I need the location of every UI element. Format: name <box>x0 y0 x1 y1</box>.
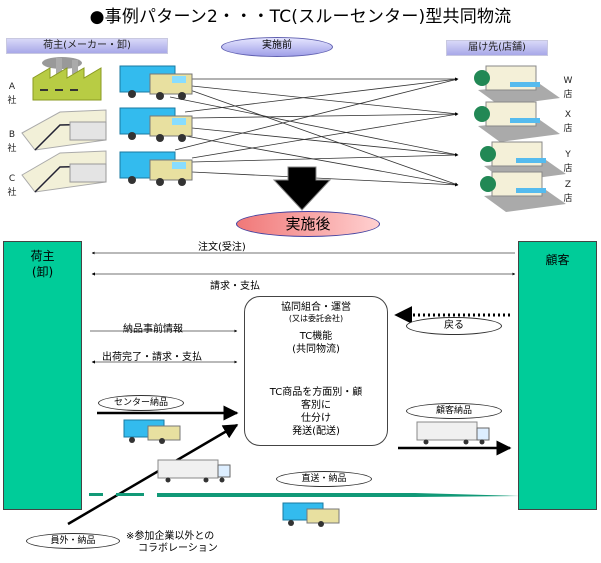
trailer-truck-icon <box>416 421 490 445</box>
shipper-letter: B <box>8 130 16 140</box>
store-x-label: X 店 <box>562 108 574 136</box>
outside-delivery-label: 員外・納品 <box>26 533 120 549</box>
shipper-c-label: C 社 <box>6 172 18 200</box>
before-flow-lines <box>169 77 459 187</box>
transition-arrow-icon <box>272 166 332 211</box>
customer-box: 顧客 <box>518 241 597 510</box>
flow-line <box>191 112 459 159</box>
outside-delivery-arrow <box>67 423 239 526</box>
note-line-2: コラボレーション <box>138 543 218 554</box>
store-letter: X <box>564 110 572 120</box>
store-z-label: Z 店 <box>562 178 574 206</box>
shipper-box: 荷主 (卸) <box>3 241 82 510</box>
store-w-label: W 店 <box>562 74 574 102</box>
flow-line <box>179 134 459 187</box>
shipper-suffix: 社 <box>7 188 17 198</box>
note-line-1: ※参加企業以外との <box>126 531 215 542</box>
shipper-letter: C <box>8 174 16 184</box>
center-operator: 協同組合・運営 <box>281 302 351 313</box>
shipper-a-label: A 社 <box>6 80 18 108</box>
after-label: 実施後 <box>236 211 380 237</box>
flow-line <box>169 96 459 156</box>
store-suffix: 店 <box>563 194 573 204</box>
center-delivery-label: センター納品 <box>98 395 184 411</box>
center-operator-alt: (又は委託会社) <box>288 314 344 323</box>
before-label: 実施前 <box>221 37 333 57</box>
store-letter: Z <box>564 180 572 190</box>
store-suffix: 店 <box>563 164 573 174</box>
center-function: TC機能 <box>299 331 333 342</box>
flow-line <box>189 89 459 186</box>
order-label: 注文(受注) <box>198 242 246 253</box>
flow-line <box>191 85 459 116</box>
flow-line <box>191 153 459 163</box>
trailer-truck-icon <box>157 459 231 483</box>
diagram-title: ●事例パターン2・・・TC(スルーセンター)型共同物流 <box>89 7 512 27</box>
flow-line <box>174 78 459 151</box>
shipment-done-label: 出荷完了・請求・支払 <box>102 352 202 363</box>
advance-info-label: 納品事前情報 <box>123 324 183 335</box>
customer-delivery-label: 顧客納品 <box>406 403 502 419</box>
shipper-letter: A <box>8 82 16 92</box>
factory-icon <box>32 57 102 101</box>
destination-header: 届け先(店舗) <box>446 40 548 56</box>
warehouse-icon <box>21 109 107 151</box>
center-desc-2: 客別に <box>301 400 331 411</box>
store-letter: W <box>563 76 573 86</box>
shipper-header: 荷主(メーカー・卸) <box>6 38 168 54</box>
truck-icon <box>123 419 181 444</box>
center-desc-3: 仕分け <box>301 413 331 424</box>
billing-label: 請求・支払 <box>210 281 260 292</box>
store-icon <box>474 65 560 106</box>
direct-delivery-line <box>89 493 520 497</box>
shipper-suffix: 社 <box>7 96 17 106</box>
store-suffix: 店 <box>563 124 573 134</box>
shipper-box-title: 荷主 <box>30 249 55 263</box>
truck-icon <box>119 107 193 142</box>
shipper-b-label: B 社 <box>6 128 18 156</box>
warehouse-icon <box>21 150 107 193</box>
center-desc-1: TC商品を方面別・顧 <box>269 387 363 398</box>
flow-line <box>191 171 459 187</box>
store-suffix: 店 <box>563 90 573 100</box>
store-icon <box>474 101 560 142</box>
truck-icon <box>119 65 193 100</box>
flow-line <box>191 127 459 157</box>
truck-icon <box>282 502 340 527</box>
store-y-label: Y 店 <box>562 148 574 176</box>
cooperative-center-box: 協同組合・運営 (又は委託会社) TC機能 (共同物流) TC商品を方面別・顧 … <box>244 296 388 446</box>
shipper-suffix: 社 <box>7 144 17 154</box>
center-function-sub: (共同物流) <box>292 344 340 355</box>
direct-delivery-label: 直送・納品 <box>276 471 372 487</box>
center-desc-4: 発送(配送) <box>292 426 340 437</box>
collaboration-note: ※参加企業以外との コラボレーション <box>126 531 218 555</box>
truck-icon <box>119 151 193 186</box>
shipper-box-subtitle: (卸) <box>31 265 54 279</box>
store-letter: Y <box>565 150 571 160</box>
store-icon <box>480 171 566 212</box>
return-label: 戻る <box>406 317 502 335</box>
store-icon <box>480 141 566 182</box>
flow-line <box>184 77 459 113</box>
customer-box-title: 顧客 <box>545 253 570 267</box>
flow-line <box>191 112 459 119</box>
after-flow-lines <box>67 251 516 526</box>
